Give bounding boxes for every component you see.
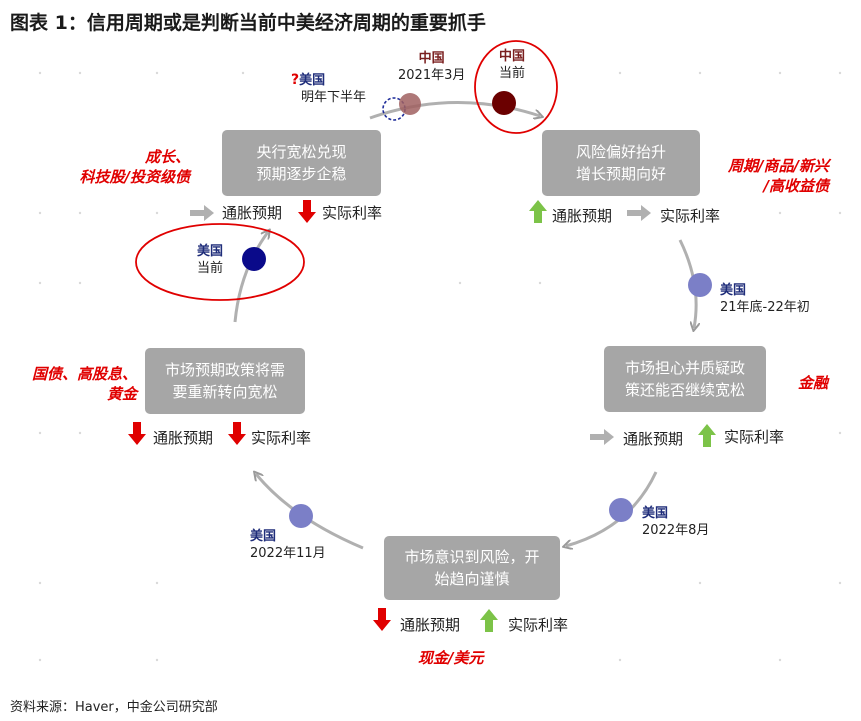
us-2022-8-marker (609, 498, 633, 522)
stage-text-line: 增长预期向好 (575, 165, 666, 183)
real-rate-label: 实际利率 (322, 204, 383, 222)
country-label: 中国 (499, 49, 526, 64)
real-rate-label: 实际利率 (508, 616, 569, 634)
stage-box-right: 市场担心并质疑政 策还能否继续宽松 (604, 346, 766, 412)
green-up-arrow-icon (698, 424, 716, 447)
us-future-label: ?美国 明年下半年 (291, 72, 366, 106)
asset-text-line: 科技股/投资级债 (79, 168, 190, 186)
cn-current-label: 中国 当前 (499, 48, 525, 82)
red-down-arrow-icon (228, 422, 246, 445)
us-2022-11-marker (289, 504, 313, 528)
red-down-arrow-icon (128, 422, 146, 445)
asset-text-line: 现金/美元 (418, 649, 484, 667)
asset-label-bottom: 现金/美元 (418, 648, 483, 668)
country-label: 美国 (642, 506, 669, 521)
chart-title: 图表 1：信用周期或是判断当前中美经济周期的重要抓手 (10, 12, 486, 34)
time-label: 2022年11月 (250, 546, 326, 561)
real-rate-label: 实际利率 (660, 207, 721, 225)
grey-right-arrow-icon (590, 429, 614, 445)
decorative-dots (38, 71, 842, 662)
country-label: 美国 (197, 244, 224, 259)
stage-text-line: 市场预期政策将需 (164, 361, 285, 379)
us-current-marker (242, 247, 266, 271)
asset-text-line: /高收益债 (763, 177, 829, 195)
inflation-label: 通胀预期 (623, 430, 684, 448)
stage-text-line: 市场意识到风险，开 (404, 548, 540, 566)
grey-right-arrow-icon (190, 205, 214, 221)
asset-label-top-left: 成长、 科技股/投资级债 (80, 147, 190, 187)
us-2022-8-label: 美国 2022年8月 (642, 505, 709, 539)
asset-text-line: 周期/商品/新兴 (728, 157, 829, 175)
time-label: 明年下半年 (301, 90, 367, 105)
country-label: 美国 (250, 529, 277, 544)
time-label: 21年底-22年初 (720, 300, 810, 315)
cn-2021-marker (399, 93, 421, 115)
asset-text-line: 黄金 (106, 385, 137, 403)
stage-text-line: 要重新转向宽松 (172, 383, 278, 401)
asset-text-line: 金融 (797, 374, 828, 392)
asset-text-line: 国债、高股息、 (31, 365, 137, 383)
asset-label-right: 金融 (798, 373, 828, 393)
us-2122-marker (688, 273, 712, 297)
stage-box-bottom: 市场意识到风险，开 始趋向谨慎 (384, 536, 560, 600)
time-label: 2021年3月 (398, 68, 466, 83)
inflation-label: 通胀预期 (153, 429, 214, 447)
stage-text-line: 央行宽松兑现 (256, 143, 347, 161)
us-current-label: 美国 当前 (197, 243, 223, 277)
question-mark-icon: ? (291, 72, 300, 88)
asset-label-left: 国债、高股息、 黄金 (32, 364, 137, 404)
stage-box-top-left: 央行宽松兑现 预期逐步企稳 (222, 130, 381, 196)
stage-text-line: 策还能否继续宽松 (624, 381, 745, 399)
stage-text-line: 风险偏好抬升 (575, 143, 666, 161)
real-rate-label: 实际利率 (251, 429, 312, 447)
green-up-arrow-icon (529, 200, 547, 223)
asset-text-line: 成长、 (144, 148, 190, 166)
inflation-label: 通胀预期 (222, 204, 283, 222)
stage-box-left: 市场预期政策将需 要重新转向宽松 (145, 348, 305, 414)
arc-top (369, 101, 540, 118)
arc-left-top (233, 232, 268, 323)
cn-2021-label: 中国 2021年3月 (398, 50, 465, 84)
grey-right-arrow-icon (627, 205, 651, 221)
time-label: 2022年8月 (642, 523, 710, 538)
real-rate-label: 实际利率 (724, 428, 785, 446)
red-down-arrow-icon (373, 608, 391, 631)
stage-text-line: 始趋向谨慎 (434, 570, 510, 588)
stage-box-top-right: 风险偏好抬升 增长预期向好 (542, 130, 700, 196)
cn-current-highlight (474, 40, 558, 134)
stage-text-line: 市场担心并质疑政 (624, 359, 745, 377)
us-2022-11-label: 美国 2022年11月 (250, 528, 326, 562)
stage-text-line: 预期逐步企稳 (256, 165, 347, 183)
us-current-highlight (135, 223, 305, 301)
time-label: 当前 (197, 261, 224, 276)
source-note: 资料来源：Haver，中金公司研究部 (10, 700, 218, 715)
country-label: 中国 (418, 51, 445, 66)
country-label: 美国 (299, 73, 326, 88)
asset-label-top-right: 周期/商品/新兴 /高收益债 (728, 156, 829, 196)
us-2122-label: 美国 21年底-22年初 (720, 282, 810, 316)
country-label: 美国 (720, 283, 747, 298)
green-up-arrow-icon (480, 609, 498, 632)
cn-current-marker (492, 91, 516, 115)
inflation-label: 通胀预期 (400, 616, 461, 634)
inflation-label: 通胀预期 (552, 207, 613, 225)
red-down-arrow-icon (298, 200, 316, 223)
time-label: 当前 (499, 66, 526, 81)
